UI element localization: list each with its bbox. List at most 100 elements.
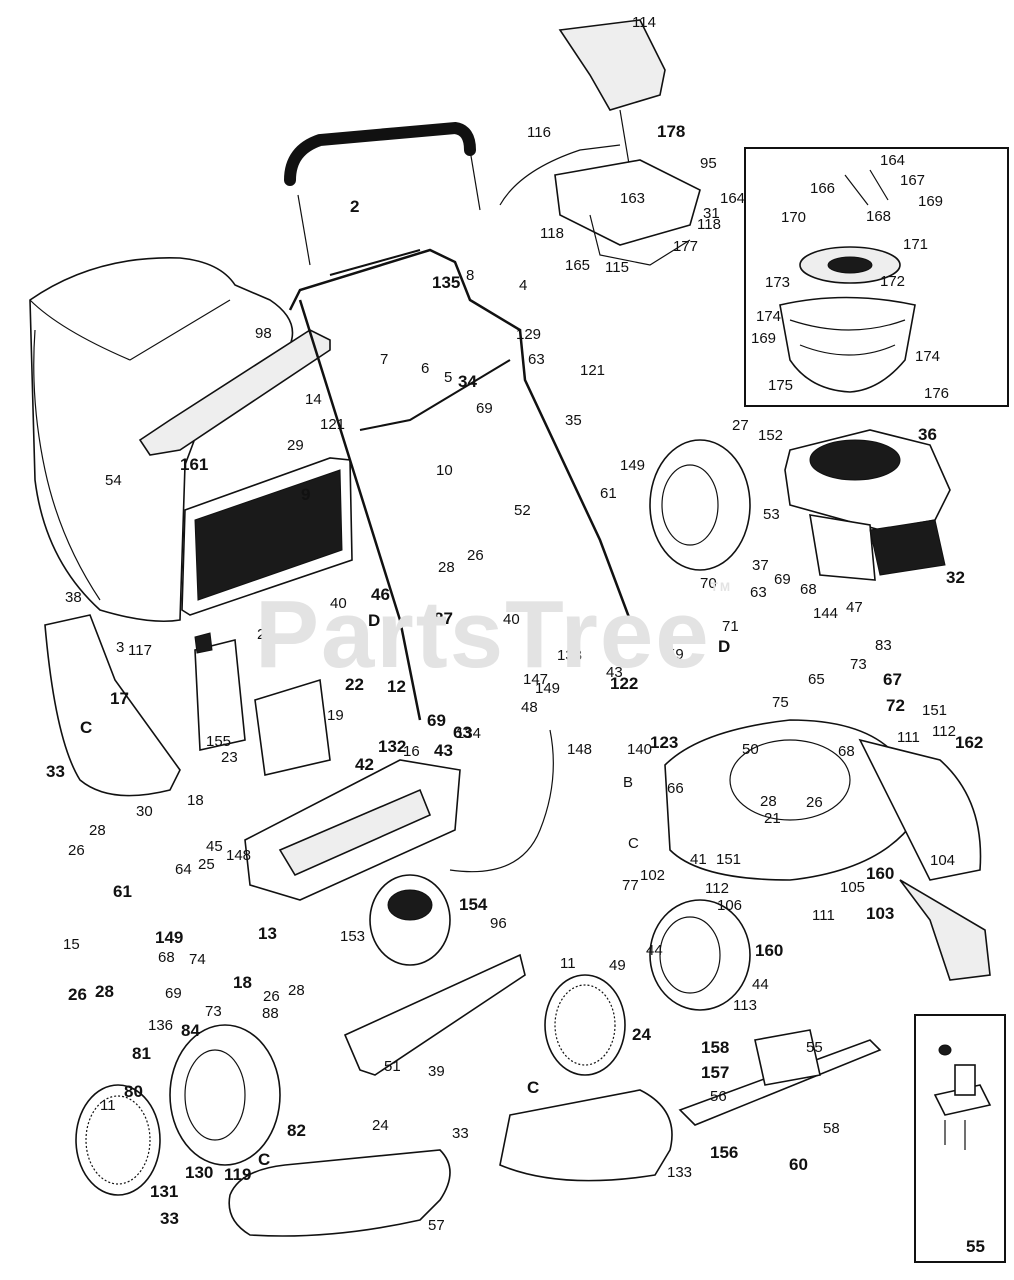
part-number-label: 16 [403,743,420,760]
part-number-label: 61 [600,485,617,502]
part-number-label: 23 [221,749,238,766]
part-number-label: 2 [350,197,359,216]
part-number-label: 69 [774,571,791,588]
part-number-label: 77 [622,877,639,894]
part-number-label: 29 [287,437,304,454]
part-number-label: 42 [355,755,374,774]
part-number-label: 68 [800,581,817,598]
front-wheel-large [649,899,751,1011]
part-number-label: 158 [701,1038,729,1057]
part-number-label: 68 [838,743,855,760]
partstree-watermark: PartsTreeTM [255,580,732,690]
part-number-label: 63 [453,723,472,742]
bagger-chute-assembly [499,19,701,266]
inset-part-label: 170 [781,209,806,226]
part-number-label: 114 [632,14,656,31]
part-number-label: 113 [733,997,757,1014]
inset-box-top-right [744,147,1009,407]
rear-deflector [44,614,181,797]
part-number-label: 82 [287,1121,306,1140]
inset-part-label: 171 [903,236,928,253]
part-number-label: 105 [840,879,865,896]
part-number-label: 66 [667,780,684,797]
rear-wheel-lower [169,1024,281,1166]
part-number-label: D [718,637,730,656]
inset-part-label: 168 [866,208,891,225]
part-number-label: 83 [875,637,892,654]
part-number-label: 3 [116,639,124,656]
part-number-label: 26 [467,547,484,564]
part-number-label: 163 [620,190,645,207]
part-number-label: 26 [263,988,280,1005]
part-number-label: 41 [690,851,707,868]
engine [784,429,951,581]
part-number-label: 118 [697,216,721,233]
inset-box-bottom-right [914,1014,1006,1263]
part-number-label: 44 [646,942,663,959]
part-number-label: 31 [703,205,720,222]
part-number-label: 65 [808,671,825,688]
inset-part-label: 172 [880,273,905,290]
part-number-label: 22 [345,675,364,694]
part-number-label: 121 [580,362,605,379]
part-number-label: 144 [813,605,838,622]
part-number-label: 18 [187,792,204,809]
part-number-label: 74 [189,951,206,968]
part-number-label: 26 [806,794,823,811]
part-number-label: 102 [640,867,665,884]
part-number-label: 96 [490,915,507,932]
rear-chassis [244,759,461,901]
part-number-label: 39 [428,1063,445,1080]
part-number-label: 162 [955,733,983,752]
part-number-label: 4 [519,277,527,294]
part-number-label: 32 [946,568,965,587]
watermark-text: PartsTree [255,581,711,688]
part-number-label: 46 [371,585,390,604]
part-number-label: 115 [605,259,629,276]
inset-part-label: 164 [880,152,905,169]
part-number-label: 130 [185,1163,213,1182]
part-number-label: 10 [436,462,453,479]
part-number-label: 27 [732,417,749,434]
part-number-label: 149 [620,457,645,474]
part-number-label: 149 [535,680,560,697]
control-panel [194,632,331,776]
part-number-label: 70 [700,575,717,592]
wheel-hubcap-right [544,974,626,1076]
part-number-label: 73 [850,656,867,673]
part-number-label: 154 [459,895,488,914]
part-number-label: 51 [384,1058,401,1075]
inset-part-label: 174 [915,348,940,365]
part-number-label: 149 [155,928,183,947]
part-number-label: 56 [710,1088,727,1105]
grass-catcher-bag [29,257,331,623]
part-number-label: 111 [897,729,920,746]
part-number-label: 148 [567,741,592,758]
part-number-label: 151 [716,851,741,868]
inset-part-label: 176 [924,385,949,402]
part-number-label: 95 [700,155,717,172]
part-number-label: 11 [560,955,576,972]
part-number-label: 133 [667,1164,692,1181]
mower-deck [664,719,991,981]
part-number-label: 34 [458,372,477,391]
part-number-label: 25 [198,856,215,873]
part-number-label: 50 [742,741,759,758]
part-number-label: 11 [100,1097,116,1114]
wheel-hubcap-left [75,1084,161,1196]
part-number-label: C [80,718,92,737]
part-number-label: 165 [565,257,590,274]
part-number-label: 151 [922,702,947,719]
part-number-label: 60 [789,1155,808,1174]
part-number-label: 13 [258,924,277,943]
part-number-label: 40 [503,611,520,628]
part-number-label: 88 [262,1005,279,1022]
part-number-label: 106 [717,897,742,914]
part-number-label: 178 [657,122,685,141]
part-number-label: 132 [378,737,406,756]
inset-part-label: 169 [918,193,943,210]
part-number-label: 84 [181,1021,200,1040]
part-number-label: 123 [650,733,678,752]
part-number-label: 161 [180,455,208,474]
